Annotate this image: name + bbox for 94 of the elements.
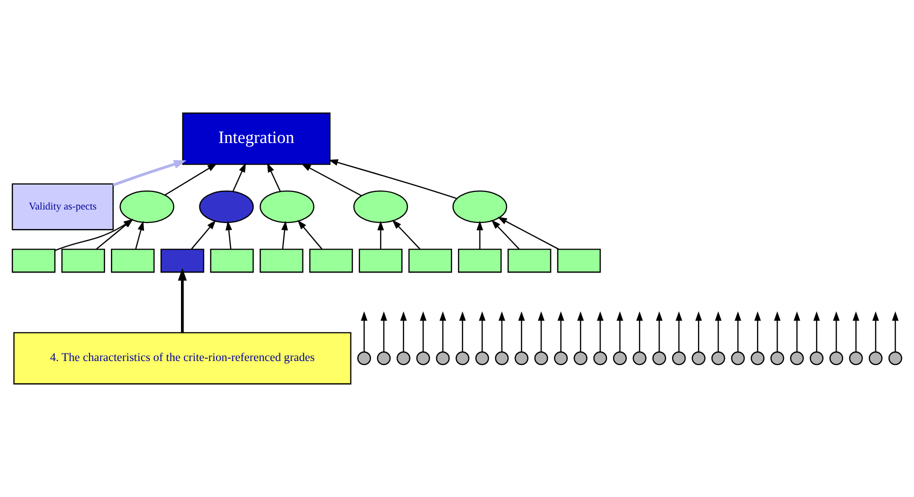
arrow <box>558 311 564 352</box>
arrow <box>400 311 407 352</box>
node-box <box>110 248 155 273</box>
arrow <box>714 311 722 352</box>
node-circle <box>396 351 410 366</box>
node-circle <box>711 351 726 366</box>
node-box <box>557 248 601 273</box>
arrow <box>478 311 486 352</box>
node-box <box>408 248 452 273</box>
arrow <box>498 216 559 250</box>
arrow <box>596 311 604 352</box>
node-circle <box>534 351 548 366</box>
arrow <box>440 311 446 352</box>
arrow <box>872 311 879 352</box>
node-circle <box>888 351 902 366</box>
arrow <box>892 311 899 352</box>
arrow <box>577 311 584 352</box>
arrow <box>360 311 368 352</box>
node-box: 4. The characteristics of the crite-rion-referenced grades <box>13 332 352 384</box>
node-circle <box>770 351 784 366</box>
node-circle <box>376 351 391 366</box>
node-circle <box>829 351 844 366</box>
node-box <box>61 248 106 273</box>
arrow <box>754 311 761 352</box>
node-circle <box>475 351 490 366</box>
arrow <box>226 220 232 250</box>
node-circle <box>494 351 509 366</box>
arrow <box>832 311 840 352</box>
arrow <box>191 220 216 250</box>
arrow <box>616 311 624 352</box>
node-circle <box>357 351 372 366</box>
node-ellipse <box>260 190 314 224</box>
arrow <box>636 311 643 352</box>
arrow <box>135 220 144 250</box>
arrow <box>491 220 520 250</box>
arrow <box>420 311 426 352</box>
arrow <box>380 311 388 352</box>
node-box: Validity as-pects <box>12 183 114 230</box>
arrow <box>459 311 466 352</box>
node-circle <box>652 351 666 366</box>
node-circle <box>692 351 706 366</box>
node-box <box>309 248 353 273</box>
node-box <box>260 248 304 273</box>
arrow <box>164 163 218 196</box>
node-circle <box>436 351 450 366</box>
node-box <box>12 248 56 273</box>
arrow <box>178 268 187 333</box>
arrow <box>813 311 820 352</box>
arrow <box>734 311 742 352</box>
arrow <box>538 311 545 352</box>
node-circle <box>672 351 686 366</box>
node-box <box>358 248 402 273</box>
arrow <box>476 220 484 250</box>
node-box <box>458 248 502 273</box>
node-circle <box>868 351 883 366</box>
node-circle <box>593 351 608 366</box>
node-ellipse <box>199 190 254 224</box>
node-circle <box>849 351 863 366</box>
node-box <box>508 248 552 273</box>
node-circle <box>514 351 528 366</box>
node-circle <box>613 351 627 366</box>
node-circle <box>810 351 824 366</box>
node-circle <box>554 351 568 366</box>
arrow <box>96 218 134 250</box>
arrow <box>676 311 682 352</box>
node-circle <box>456 351 470 366</box>
arrow <box>377 220 384 250</box>
node-circle <box>731 351 745 366</box>
node-box <box>160 248 204 273</box>
node-circle <box>632 351 646 366</box>
arrow <box>112 160 186 186</box>
arrow <box>232 162 246 192</box>
arrow <box>298 220 322 250</box>
arrow <box>328 159 457 200</box>
arrow <box>852 311 860 352</box>
arrow <box>794 311 800 352</box>
arrow <box>695 311 702 352</box>
arrow <box>518 311 525 352</box>
arrow <box>301 164 362 196</box>
node-circle <box>750 351 764 366</box>
arrow <box>656 311 663 352</box>
node-box <box>210 248 254 273</box>
node-circle <box>790 351 804 366</box>
arrow <box>392 220 420 250</box>
arrow <box>774 311 781 352</box>
arrow <box>281 220 288 250</box>
node-ellipse <box>353 190 408 224</box>
arrow <box>54 218 134 251</box>
node-ellipse <box>120 190 174 224</box>
node-circle <box>416 351 430 366</box>
arrow <box>498 311 506 352</box>
node-circle <box>574 351 588 366</box>
arrow <box>267 162 281 192</box>
node-box: Integration <box>182 112 330 165</box>
